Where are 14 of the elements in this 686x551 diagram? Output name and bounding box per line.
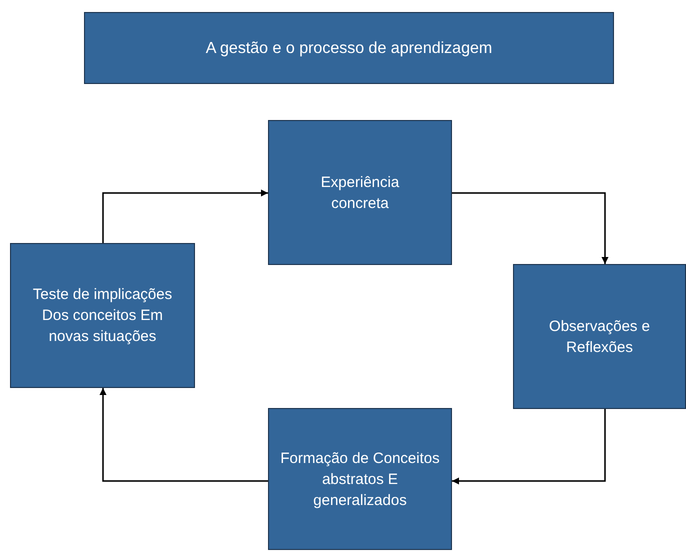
box-label: Teste de implicações Dos conceitos Em novas situações	[32, 285, 174, 347]
process-box	[84, 12, 614, 84]
box-label: Experiência concreta	[320, 172, 400, 214]
arrow	[100, 388, 268, 482]
process-box	[268, 120, 452, 265]
process-box	[513, 264, 686, 409]
arrow	[452, 192, 608, 264]
box-label: Observações e Reflexões	[548, 316, 651, 358]
process-box	[10, 243, 195, 388]
box-label: A gestão e o processo de aprendizagem	[204, 38, 494, 58]
process-box	[268, 408, 452, 550]
arrow	[452, 409, 606, 484]
box-label: Formação de Conceitos abstratos E generalizados	[279, 448, 441, 510]
arrow	[102, 190, 268, 243]
